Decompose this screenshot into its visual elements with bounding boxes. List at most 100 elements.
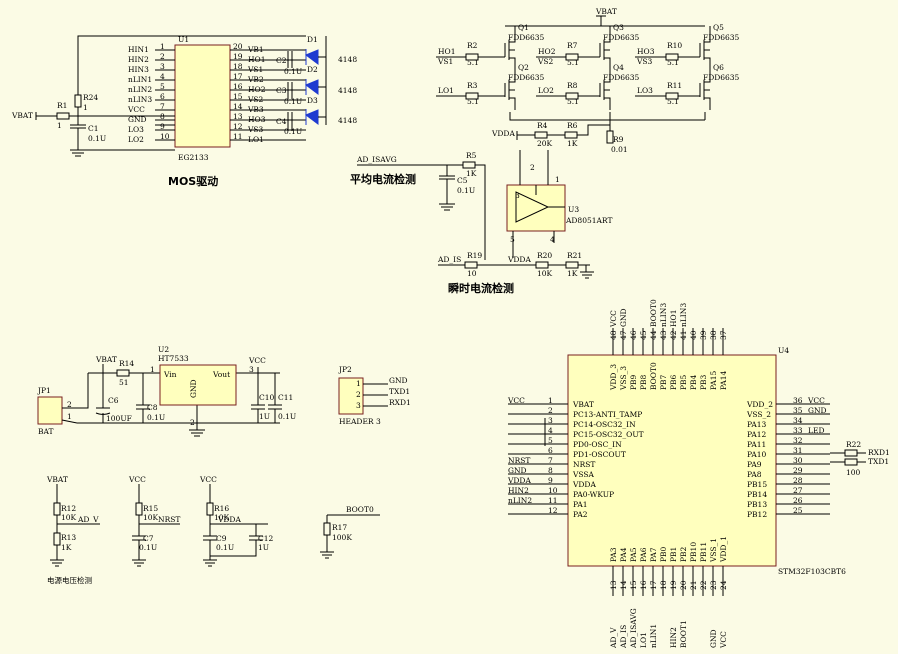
bootstrap-caps: [287, 51, 293, 131]
u1-pin-name-7: VCC: [127, 105, 145, 114]
jp1-body: [37, 396, 63, 425]
u4-pin-name-9: VDDA: [572, 480, 596, 489]
u4-pin-name-24: VDD_1: [719, 536, 728, 563]
u4-pin-name-48: VDD_3: [609, 364, 618, 391]
u3-pin-5: 5: [510, 235, 515, 244]
u1-pin-name-4: nLIN1: [128, 75, 152, 84]
u4-pin-num-29: 29: [793, 466, 803, 475]
u1-pin-name-11: LO1: [248, 135, 264, 144]
u2-chip-body: [159, 364, 237, 406]
ad-is-wire: [438, 264, 594, 279]
d2-ref: D2: [307, 65, 318, 74]
regulator-wires: [77, 364, 282, 437]
mosfet-part-q2: FDD6635: [508, 73, 545, 82]
u4-pin-num-24: 24: [719, 580, 728, 590]
vbat-top-label: VBAT: [595, 7, 617, 16]
c12-ref: C12: [258, 534, 274, 543]
u4-pin-name-17: PA7: [649, 547, 658, 562]
u1-pin-num-14: 14: [233, 102, 243, 111]
u4-net-23: GND: [709, 629, 718, 648]
u1-pin-name-19: HO1: [248, 55, 265, 64]
u4-net-41: nLIN3: [679, 303, 688, 327]
r2-ref: R2: [467, 41, 478, 50]
u4-pin-num-37: 37: [719, 330, 728, 340]
rst-vcc-label: VCC: [128, 475, 146, 484]
u4-pin-name-8: VSSA: [572, 470, 595, 479]
u4-pin-name-29: PA8: [747, 470, 762, 479]
vdda-out-label: VDDA: [217, 515, 241, 524]
u3-pin-wires: [512, 150, 565, 258]
gate-resistor-0: [465, 53, 479, 61]
u4-pin-num-31: 31: [793, 446, 803, 455]
u4-pin-name-32: PA11: [747, 440, 766, 449]
u4-ref: U4: [778, 346, 789, 355]
r16-val: 10K: [214, 513, 230, 522]
bootstrap-diodes: [305, 49, 326, 125]
c5-ref: C5: [457, 176, 468, 185]
u4-pin-num-34: 34: [793, 416, 803, 425]
r5-ref: R5: [466, 151, 477, 160]
u1-pin-name-6: nLIN3: [128, 95, 152, 104]
r4-val: 20K: [537, 139, 553, 148]
mosfet-part-q3: FDD6635: [603, 33, 640, 42]
u4-pin-name-23: VSS_1: [709, 538, 718, 563]
u4-net-48: VCC: [609, 310, 618, 328]
u1-pin-name-5: nLIN2: [128, 85, 152, 94]
gate-resistor-1: [465, 92, 479, 100]
gate-resistor-3: [565, 92, 579, 100]
c11-ref: C11: [278, 393, 293, 402]
u4-net-8: GND: [508, 466, 527, 475]
u4-pin-num-40: 40: [689, 330, 698, 340]
r20-val: 10K: [537, 269, 553, 278]
r22-resistor-a: [844, 449, 858, 457]
div-vbat-label: VBAT: [46, 475, 68, 484]
jp2-name: HEADER 3: [339, 417, 381, 426]
u4-pin-name-30: PA9: [747, 460, 762, 469]
r17-val: 100K: [332, 533, 352, 542]
mosfet-q6: [699, 66, 711, 110]
u4-pin-name-10: PA0-WKUP: [573, 490, 614, 499]
mosfet-q1: [504, 26, 516, 70]
divider-wires: [50, 484, 100, 567]
jp2-pin-3: 3: [356, 401, 361, 410]
gate-resistor-4: [665, 53, 679, 61]
u4-pin-num-7: 7: [548, 456, 553, 465]
c9-val: 0.1U: [216, 543, 234, 552]
u4-pin-num-10: 10: [548, 486, 558, 495]
u2-vout: Vout: [212, 370, 230, 379]
u1-pin-num-3: 3: [160, 62, 165, 71]
c10-val: 1U: [259, 412, 270, 421]
u4-pin-num-9: 9: [548, 476, 553, 485]
u4-net-43: nLIN3: [659, 303, 668, 327]
mosfet-part-q4: FDD6635: [603, 73, 640, 82]
u4-pin-num-42: 42: [669, 330, 678, 340]
u4-pin-num-3: 3: [548, 416, 553, 425]
u4-pin-name-38: PA15: [709, 370, 718, 390]
u4-bottom-pins: 13PA3AD_V14PA4AD_IS15PA5AD_ISAVG16PA6LO1…: [609, 536, 728, 649]
r1-resistor: [56, 112, 70, 120]
r16-resistor: [206, 502, 214, 516]
u1-pin-num-12: 12: [233, 122, 243, 131]
r19-resistor: [464, 261, 478, 269]
gate-resistors: [465, 53, 679, 100]
r3-ref: R3: [467, 81, 478, 90]
u1-pin-name-9: LO3: [128, 125, 144, 134]
c12-val: 1U: [258, 543, 269, 552]
c5-val: 0.1U: [457, 186, 475, 195]
u4-pin-num-13: 13: [609, 580, 618, 590]
aux-circuits-section: VBAT R12 10K R13 1K AD_V 电源电压检测 VCC R15 …: [46, 475, 380, 585]
u4-pin-name-20: PB2: [679, 546, 688, 562]
c4-ref: C4: [276, 117, 287, 126]
u2-vin: Vin: [163, 370, 177, 379]
u4-pin-num-8: 8: [548, 466, 553, 475]
d3-ref: D3: [307, 96, 318, 105]
reset-wires: [132, 484, 180, 567]
ho3-label: HO3: [637, 47, 655, 56]
r21-ref: R21: [567, 251, 582, 260]
vs1-label: VS1: [437, 57, 453, 66]
current-sense-section: VDDA R4 20K R6 1K R9 0.01 AD_ISAVG R5 1K…: [350, 121, 628, 295]
u4-pin-name-21: PB10: [689, 542, 698, 562]
regulator-section: VBAT R14 51 U2 HT7533 Vin Vout GND 1 3 2…: [37, 345, 411, 437]
